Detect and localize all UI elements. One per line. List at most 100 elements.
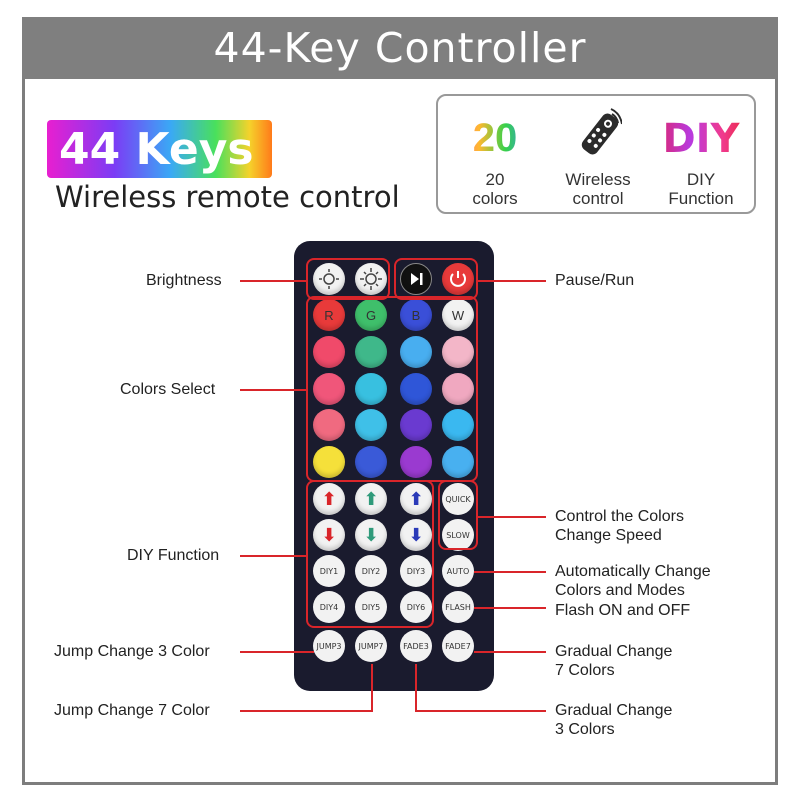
title-bar: 44-Key Controller [22,17,778,79]
red-up-button[interactable]: ⬆ [313,483,345,515]
colors-connector [240,389,306,391]
fade3-label: Gradual Change 3 Colors [555,701,672,739]
brightness-label: Brightness [146,272,222,289]
diy4-button[interactable]: DIY4 [313,591,345,623]
fade7-connector [474,651,546,653]
slow-button[interactable]: SLOW [442,519,474,551]
diy-function-label: DIY Function [127,547,220,564]
auto-label-line1: Automatically Change [555,563,711,580]
color-button[interactable] [400,409,432,441]
color-button[interactable] [442,373,474,405]
jump3-button[interactable]: JUMP3 [313,630,345,662]
arrow-up-icon: ⬆ [321,488,337,509]
flash-label: Flash ON and OFF [555,602,691,619]
fade7-button[interactable]: FADE7 [442,630,474,662]
feature-diy: DIY DIY Function [648,96,754,216]
pause-run-group-outline [394,258,478,300]
color-button[interactable] [442,446,474,478]
fade3-label-line2: 3 Colors [555,721,615,738]
fade3-button[interactable]: FADE3 [400,630,432,662]
auto-label: Automatically Change Colors and Modes [555,562,711,600]
arrow-up-icon: ⬆ [363,488,379,509]
diy2-button[interactable]: DIY2 [355,555,387,587]
quick-button[interactable]: QUICK [442,483,474,515]
feature-20-colors: 20 20 colors [442,96,548,216]
colors-select-label: Colors Select [120,381,216,398]
feature-diy-big: DIY [648,116,754,162]
fade3-connector [415,710,546,712]
keys-badge: 44 Keys [47,120,272,178]
white-button[interactable]: W [442,299,474,331]
color-button[interactable] [355,409,387,441]
feature-20-line1: 20 [485,170,505,189]
brightness-up-button[interactable] [355,263,387,295]
color-button[interactable] [442,336,474,368]
color-button[interactable] [313,409,345,441]
color-button[interactable] [355,336,387,368]
auto-button[interactable]: AUTO [442,555,474,587]
play-pause-icon [411,273,423,285]
color-button[interactable] [313,446,345,478]
red-button[interactable]: R [313,299,345,331]
page-title: 44-Key Controller [213,24,587,72]
green-button[interactable]: G [355,299,387,331]
diy1-button[interactable]: DIY1 [313,555,345,587]
remote-control: R G B W ⬆ ⬆ ⬆ QUICK ⬇ ⬇ ⬇ SLOW DIY1 DIY2… [294,241,494,691]
diy-connector [240,555,306,557]
color-button[interactable] [313,336,345,368]
speed-label-line1: Control the Colors [555,508,684,525]
green-up-button[interactable]: ⬆ [355,483,387,515]
feature-20-big: 20 [442,116,548,161]
arrow-down-icon: ⬇ [321,524,337,545]
color-button[interactable] [400,373,432,405]
green-down-button[interactable]: ⬇ [355,519,387,551]
brightness-connector [240,280,306,282]
fade3-connector-vertical [415,664,417,711]
colors-group-outline [306,296,478,482]
auto-label-line2: Colors and Modes [555,582,685,599]
color-button[interactable] [400,446,432,478]
arrow-down-icon: ⬇ [408,524,424,545]
subtitle: Wireless remote control [55,180,400,214]
sun-icon [319,269,339,289]
feature-diy-line2: Function [668,189,734,208]
arrow-down-icon: ⬇ [363,524,379,545]
blue-up-button[interactable]: ⬆ [400,483,432,515]
diy3-button[interactable]: DIY3 [400,555,432,587]
jump7-button[interactable]: JUMP7 [355,630,387,662]
speed-connector [478,516,546,518]
blue-down-button[interactable]: ⬇ [400,519,432,551]
jump7-connector [240,710,373,712]
flash-button[interactable]: FLASH [442,591,474,623]
brightness-down-button[interactable] [313,263,345,295]
blue-button[interactable]: B [400,299,432,331]
jump7-connector-vertical [371,664,373,711]
feature-wireless-line2: control [572,189,624,208]
power-icon [450,271,466,287]
pause-run-connector [478,280,546,282]
fade7-label-line2: 7 Colors [555,662,615,679]
diy-group-outline [306,480,434,628]
color-button[interactable] [442,409,474,441]
power-button[interactable] [442,263,474,295]
auto-connector [474,571,546,573]
fade3-label-line1: Gradual Change [555,702,673,719]
color-button[interactable] [355,373,387,405]
feature-20-line2: colors [472,189,518,208]
red-down-button[interactable]: ⬇ [313,519,345,551]
color-button[interactable] [355,446,387,478]
color-button[interactable] [313,373,345,405]
feature-wireless-line1: Wireless [565,170,631,189]
diy5-button[interactable]: DIY5 [355,591,387,623]
fade7-label: Gradual Change 7 Colors [555,642,672,680]
diy6-button[interactable]: DIY6 [400,591,432,623]
play-pause-button[interactable] [400,263,432,295]
jump7-label: Jump Change 7 Color [54,702,210,719]
flash-connector [474,607,546,609]
brightness-group-outline [306,258,390,300]
speed-label: Control the Colors Change Speed [555,507,684,545]
speed-label-line2: Change Speed [555,527,662,544]
color-button[interactable] [400,336,432,368]
feature-diy-line1: DIY [686,170,716,189]
fade7-label-line1: Gradual Change [555,643,673,660]
